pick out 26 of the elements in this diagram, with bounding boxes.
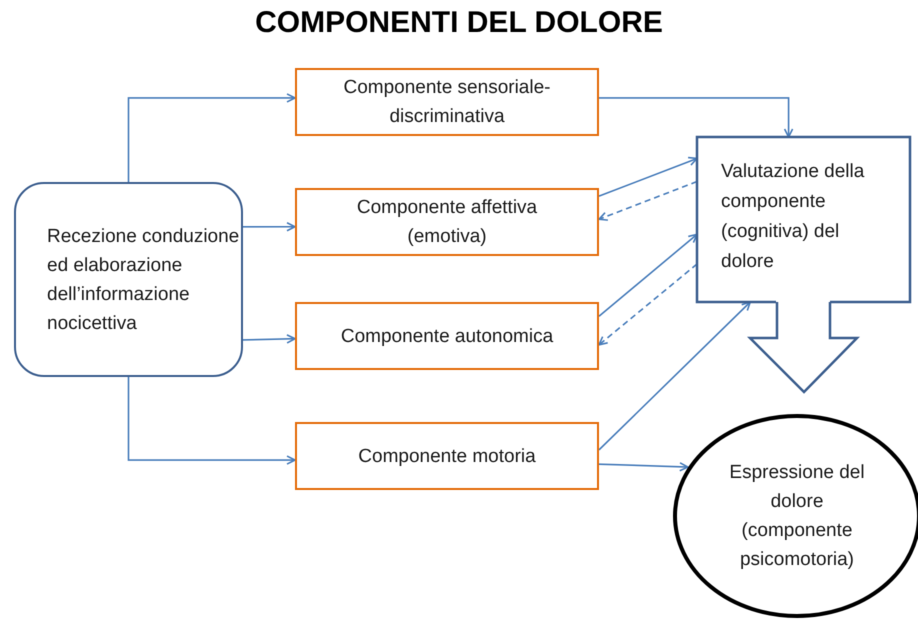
arrow bbox=[599, 97, 794, 138]
process-box bbox=[14, 182, 243, 377]
node-label: Espressione del dolore (componente psicomotoria) bbox=[728, 461, 866, 572]
dashed-arrow bbox=[598, 180, 698, 221]
arrow bbox=[242, 334, 296, 344]
arrow bbox=[128, 377, 296, 465]
node-label: Componente affettiva (emotiva) bbox=[356, 196, 538, 249]
arrow bbox=[598, 234, 698, 317]
node-label: Componente motoria bbox=[357, 444, 537, 468]
diagram-title: COMPONENTI DEL DOLORE bbox=[254, 6, 664, 40]
node-label: Valutazione della componente (cognitiva) del dolore bbox=[721, 160, 866, 274]
arrow bbox=[128, 93, 296, 182]
arrow bbox=[243, 222, 296, 232]
arrow bbox=[598, 156, 698, 197]
arrow bbox=[598, 462, 689, 472]
node-label: Componente sensoriale-discriminativa bbox=[342, 76, 552, 129]
component-box bbox=[295, 302, 599, 370]
component-box bbox=[295, 422, 599, 490]
arrow bbox=[598, 301, 752, 450]
block-arrow bbox=[746, 300, 860, 394]
dashed-arrow bbox=[598, 263, 698, 346]
callout-box bbox=[697, 137, 910, 302]
node-label: Recezione conduzione ed elaborazione dell’informazione nocicettiva bbox=[47, 224, 240, 336]
node-label: Componente autonomica bbox=[340, 324, 554, 348]
component-box bbox=[295, 188, 599, 256]
component-box bbox=[295, 68, 599, 136]
